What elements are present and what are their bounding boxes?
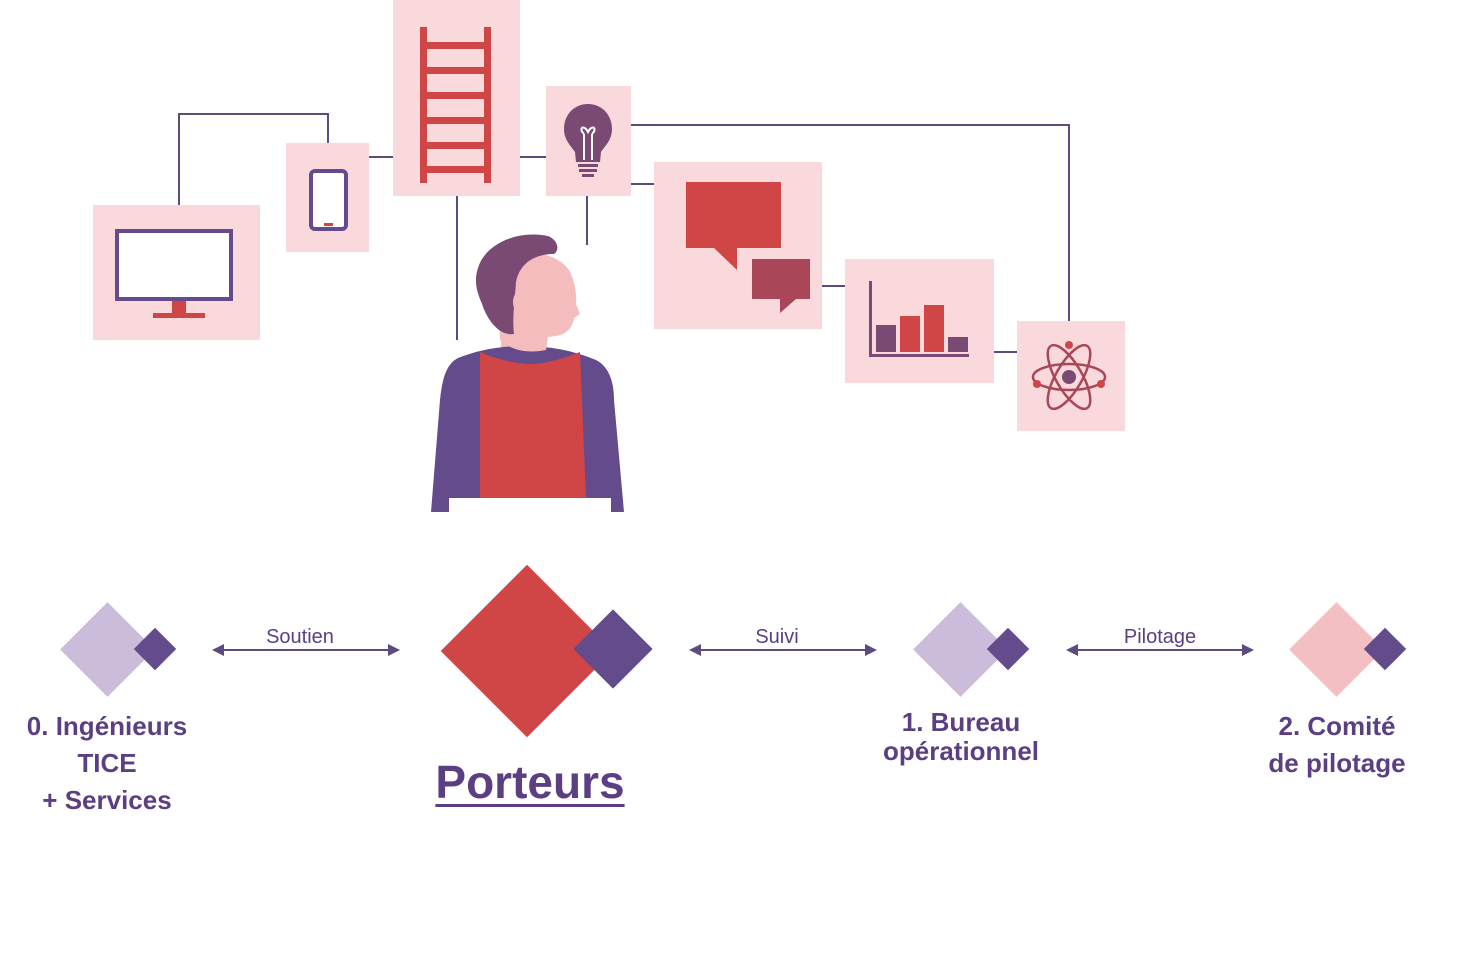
node-comite-shape xyxy=(1289,602,1407,697)
node-label-ingenieurs-line-1: 0. Ingénieurs xyxy=(26,711,188,741)
person-illustration xyxy=(431,234,624,512)
node-label-bureau-line-2: opérationnel xyxy=(882,736,1039,766)
bar-chart-icon xyxy=(845,259,994,383)
connector-soutien: Soutien xyxy=(212,626,400,656)
node-label-comite-line-2: de pilotage xyxy=(1268,748,1406,778)
node-label-bureau-line-1: 1. Bureau xyxy=(901,707,1021,737)
monitor-icon xyxy=(93,205,260,340)
node-label-comite: 2. Comité de pilotage xyxy=(1237,708,1437,782)
node-bureau-shape xyxy=(913,602,1030,697)
atom-icon xyxy=(1017,321,1125,431)
node-label-bureau: 1. Bureau opérationnel xyxy=(851,708,1071,766)
node-label-porteurs: Porteurs xyxy=(435,756,625,808)
connector-label-soutien: Soutien xyxy=(266,626,334,648)
connector-pilotage: Pilotage xyxy=(1066,626,1254,656)
node-label-ingenieurs: 0. Ingénieurs TICE + Services xyxy=(7,708,207,819)
connector-label-pilotage: Pilotage xyxy=(1124,626,1196,648)
illustration-connector-lines xyxy=(178,113,1070,353)
node-label-ingenieurs-line-2: TICE xyxy=(77,748,137,778)
node-ingenieurs-shape xyxy=(60,602,177,697)
ladder-icon xyxy=(393,0,520,196)
tablet-icon xyxy=(286,143,369,252)
connector-label-suivi: Suivi xyxy=(755,626,798,648)
connector-suivi: Suivi xyxy=(689,626,877,656)
node-label-comite-line-1: 2. Comité xyxy=(1278,711,1396,741)
node-label-ingenieurs-line-3: + Services xyxy=(42,785,172,815)
speech-bubbles-icon xyxy=(654,162,822,329)
node-porteurs-shape xyxy=(440,564,653,738)
lightbulb-icon xyxy=(546,86,631,196)
